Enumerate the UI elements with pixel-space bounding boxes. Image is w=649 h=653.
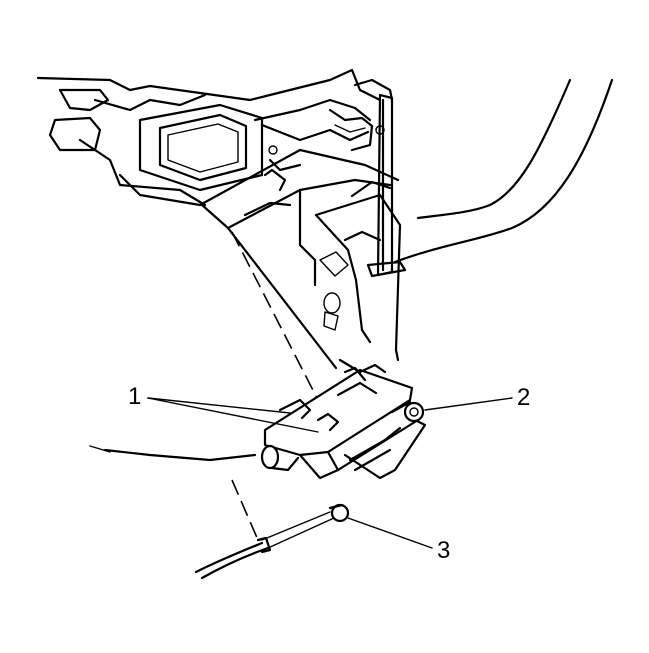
callout-3-leader bbox=[347, 517, 433, 549]
brake-cable bbox=[194, 503, 350, 580]
pedal-mount-plate bbox=[198, 148, 402, 370]
dash-panel-structure bbox=[36, 68, 394, 207]
callout-label-2: 2 bbox=[517, 384, 530, 411]
leader-lines bbox=[147, 397, 513, 549]
callout-1-leader-b bbox=[147, 397, 319, 433]
floor-tube bbox=[393, 78, 614, 264]
alignment-line bbox=[231, 231, 319, 401]
callout-1-leader-a bbox=[147, 397, 291, 414]
pedal-bracket bbox=[89, 358, 427, 480]
cable-path-line bbox=[231, 479, 259, 541]
callout-label-1: 1 bbox=[128, 383, 141, 410]
callout-label-3: 3 bbox=[437, 537, 450, 564]
callout-2-leader bbox=[424, 397, 513, 411]
